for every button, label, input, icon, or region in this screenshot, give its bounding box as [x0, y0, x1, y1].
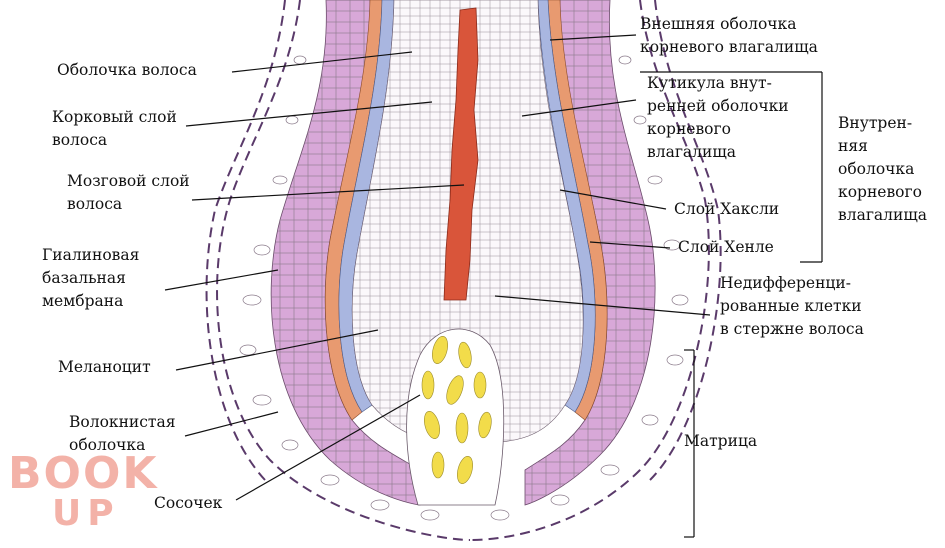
- hair-medulla: [443, 7, 479, 301]
- label-hair-cuticle: Оболочка волоса: [57, 61, 197, 79]
- label-henle-layer: Слой Хенле: [678, 238, 774, 256]
- label-melanocyte: Меланоцит: [58, 358, 151, 376]
- watermark-line2: UP: [52, 493, 120, 534]
- bookup-watermark-logo: BOOK UP: [8, 452, 158, 532]
- leader-lines: [164, 34, 823, 538]
- label-medulla: Мозговой слой волоса: [67, 172, 190, 213]
- label-fibrous-sheath: Волокнистая оболочка: [69, 413, 176, 454]
- label-undifferentiated-cells: Недифференци- рованные клетки в стержне …: [720, 274, 864, 338]
- label-outer-root-sheath: Внешняя оболочка корневого влагалища: [640, 15, 818, 56]
- label-huxley-layer: Слой Хаксли: [674, 200, 780, 218]
- watermark-line1: BOOK: [8, 448, 159, 499]
- papilla-cells: [421, 336, 492, 484]
- fibrous-sheath-outline: [205, 0, 722, 541]
- label-papilla: Сосочек: [154, 494, 223, 512]
- label-cortex: Корковый слой волоса: [52, 108, 177, 149]
- label-inner-sheath-cuticle: Кутикула внут- ренней оболочки корневого…: [647, 74, 789, 161]
- label-hyaline-membrane: Гиалиновая базальная мембрана: [42, 246, 140, 310]
- label-matrix: Матрица: [684, 432, 758, 450]
- label-inner-root-sheath: Внутрен- няя оболочка корневого влагалищ…: [838, 114, 928, 224]
